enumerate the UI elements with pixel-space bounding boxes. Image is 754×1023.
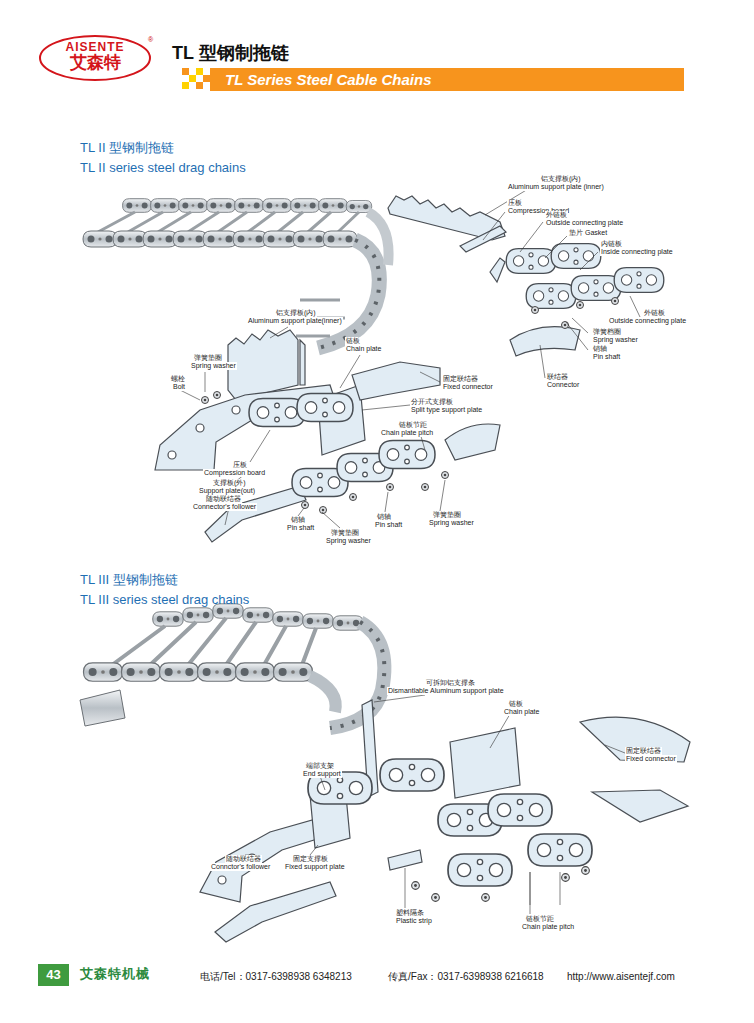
part-callout: Bolt bbox=[172, 383, 186, 391]
part-callout: 支撑板(外) bbox=[212, 479, 247, 487]
contact-text: 电话/Tel：0317-6398938 6348213 bbox=[200, 971, 352, 982]
part-callout: 端部支架 bbox=[305, 762, 335, 770]
part-callout: 固定支撑板 bbox=[292, 855, 329, 863]
page-number: 43 bbox=[38, 964, 69, 986]
part-callout: Chain plate bbox=[345, 345, 382, 353]
part-callout: 分开式支撑板 bbox=[410, 398, 454, 406]
part-callout: 联结器 bbox=[546, 373, 569, 381]
part-callout: 链板 bbox=[508, 700, 524, 708]
part-callout: End support bbox=[302, 770, 342, 778]
node-text: AISENTE bbox=[38, 40, 152, 54]
part-callout: Pin shaft bbox=[592, 353, 621, 361]
part-callout: Connector bbox=[546, 381, 580, 389]
part-callout: Aluminum support plate (inner) bbox=[507, 183, 605, 191]
part-callout: Spring washer bbox=[325, 537, 372, 545]
node-text: TL Series Steel Cable Chains bbox=[225, 71, 669, 88]
part-callout: 链板节距 bbox=[398, 421, 428, 429]
section-heading: TL II series steel drag chains bbox=[80, 161, 246, 175]
part-callout: 销轴 bbox=[376, 513, 392, 521]
logo-badge: AISENTE艾森特 bbox=[38, 34, 152, 82]
part-callout: 内链板 bbox=[600, 240, 623, 248]
part-callout: Fixed connector bbox=[442, 383, 494, 391]
part-callout: Pin shaft bbox=[286, 524, 315, 532]
part-callout: 压板 bbox=[232, 461, 248, 469]
part-callout: 固定联结器 bbox=[442, 375, 479, 383]
part-callout: 弹簧垫圈 bbox=[193, 354, 223, 362]
section-heading: TL II 型钢制拖链 bbox=[80, 141, 174, 155]
section-heading: TL III series steel drag chains bbox=[80, 593, 249, 607]
part-callout: 随动联结器 bbox=[225, 855, 262, 863]
node-text: 43 bbox=[42, 967, 65, 982]
part-callout: Spring washer bbox=[592, 336, 639, 344]
part-callout: Connector's follower bbox=[192, 503, 257, 511]
part-callout: Pin shaft bbox=[374, 521, 403, 529]
part-callout: Dismantlable Aluminum support plate bbox=[387, 687, 505, 695]
part-callout: 链板节距 bbox=[525, 915, 555, 923]
part-callout: Chain plate pitch bbox=[380, 429, 434, 437]
brand-name: 艾森特机械 bbox=[80, 967, 150, 981]
part-callout: Inside connecting plate bbox=[600, 248, 674, 256]
trademark: ® bbox=[148, 36, 153, 44]
part-callout: Split type support plate bbox=[410, 406, 483, 414]
part-callout: Outside connecting plate bbox=[545, 219, 624, 227]
part-callout: 塑料隔条 bbox=[395, 909, 425, 917]
part-callout: 弹簧档圈 bbox=[592, 328, 622, 336]
part-callout: 弹簧垫圈 bbox=[432, 511, 462, 519]
part-callout: Spring washer bbox=[428, 519, 475, 527]
part-callout: Compression board bbox=[203, 469, 266, 477]
part-callout: 随动联结器 bbox=[205, 495, 242, 503]
part-callout: Plastic strip bbox=[395, 917, 433, 925]
section-heading: TL III 型钢制拖链 bbox=[80, 573, 178, 587]
part-callout: Outside connecting plate bbox=[608, 317, 687, 325]
part-callout: Spring washer bbox=[190, 362, 237, 370]
part-callout: 链板 bbox=[345, 337, 361, 345]
part-callout: 压板 bbox=[507, 199, 523, 207]
part-callout: 外链板 bbox=[643, 309, 666, 317]
part-callout: Chain plate pitch bbox=[521, 923, 575, 931]
header-band: TL Series Steel Cable Chains bbox=[210, 68, 684, 91]
part-callout: 弹簧垫圈 bbox=[330, 529, 360, 537]
page-title: TL 型钢制拖链 bbox=[172, 41, 289, 65]
part-callout: 螺栓 bbox=[170, 375, 186, 383]
part-callout: Fixed connector bbox=[625, 755, 677, 763]
part-callout: 外链板 bbox=[545, 211, 568, 219]
part-callout: 可拆卸铝支撑条 bbox=[425, 679, 476, 687]
part-callout: Aluminum support plate(inner) bbox=[247, 317, 343, 325]
part-callout: Support plate(out) bbox=[198, 487, 256, 495]
part-callout: 垫片 Gasket bbox=[568, 229, 608, 237]
part-callout: Chain plate bbox=[503, 708, 540, 716]
contact-text: 传真/Fax：0317-6398938 6216618 bbox=[388, 971, 544, 982]
part-callout: 销轴 bbox=[290, 516, 306, 524]
part-callout: 铝支撑板(内) bbox=[540, 175, 582, 183]
part-callout: 铝支撑板(内) bbox=[275, 309, 317, 317]
part-callout: 销轴 bbox=[592, 345, 608, 353]
node-text: 艾森特 bbox=[38, 54, 152, 73]
part-callout: Connctor's follower bbox=[210, 863, 271, 871]
part-callout: 固定联结器 bbox=[625, 747, 662, 755]
contact-text: http://www.aisentejf.com bbox=[567, 971, 675, 982]
part-callout: Fixed support plate bbox=[284, 863, 346, 871]
